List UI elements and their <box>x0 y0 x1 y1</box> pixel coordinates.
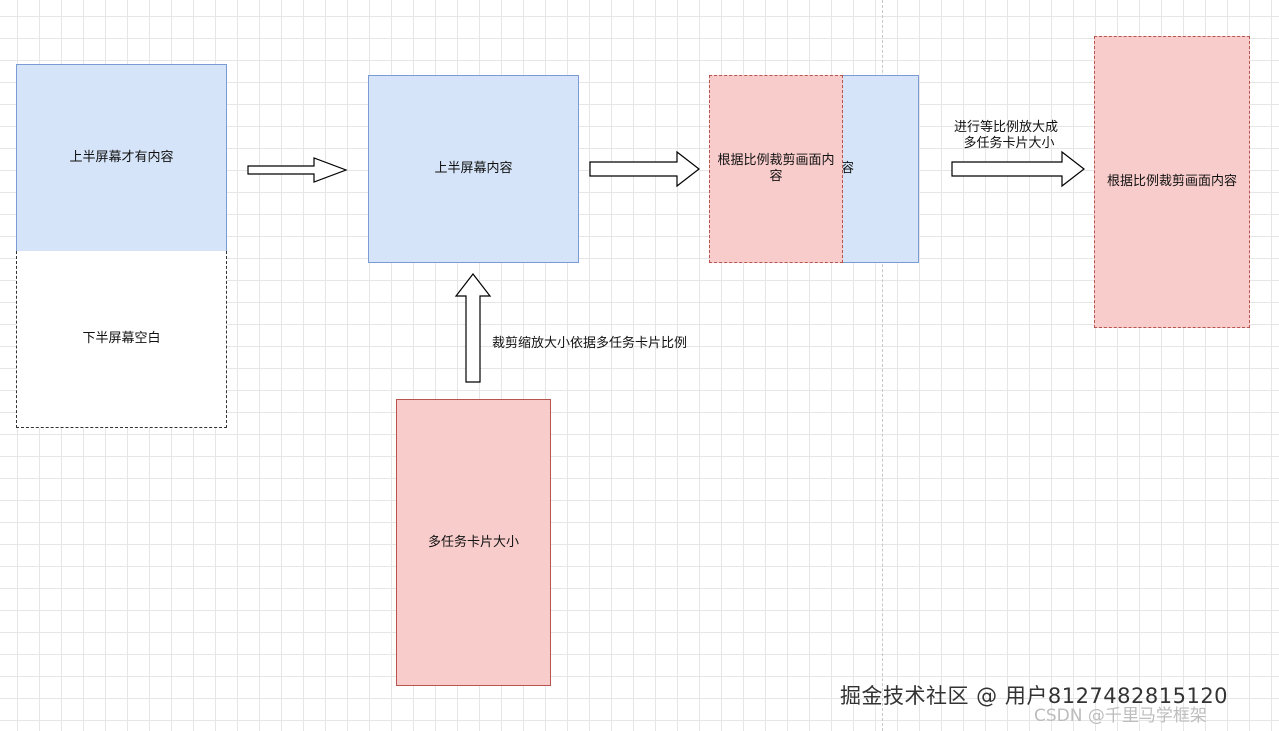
multitask-card-size-box[interactable]: 多任务卡片大小 <box>396 399 551 686</box>
top-half-content-label: 上半屏幕才有内容 <box>69 150 174 166</box>
vertical-guide-line <box>882 0 883 731</box>
remaining-fragment-label: 容 <box>840 161 854 177</box>
crop-by-ratio-label: 根据比例裁剪画面内容 <box>717 153 835 184</box>
crop-by-ratio-box[interactable]: 根据比例裁剪画面内容 <box>709 75 843 263</box>
top-half-content-box[interactable]: 上半屏幕才有内容 <box>16 64 227 252</box>
top-half-box[interactable]: 上半屏幕内容 <box>368 75 579 263</box>
right-arrow-2 <box>589 150 700 188</box>
scale-up-note-line1: 进行等比例放大成 <box>954 120 1059 135</box>
up-arrow <box>454 273 492 383</box>
right-arrow-1 <box>247 157 348 183</box>
watermark-secondary: CSDN @千里马学框架 <box>1034 706 1207 726</box>
bottom-half-blank-label: 下半屏幕空白 <box>82 331 161 347</box>
scale-up-note-line2: 多任务卡片大小 <box>963 136 1055 152</box>
multitask-card-size-label: 多任务卡片大小 <box>427 534 519 550</box>
top-half-label: 上半屏幕内容 <box>434 161 513 177</box>
scale-up-note: 进行等比例放大成 多任务卡片大小 <box>954 120 1058 153</box>
crop-scale-note: 裁剪缩放大小依据多任务卡片比例 <box>492 336 688 351</box>
final-crop-label: 根据比例裁剪画面内容 <box>1106 174 1237 190</box>
bottom-half-blank-box[interactable]: 下半屏幕空白 <box>16 251 227 428</box>
watermark-primary: 掘金技术社区 @ 用户8127482815120 <box>840 684 1229 708</box>
right-arrow-3 <box>951 150 1085 188</box>
final-crop-box[interactable]: 根据比例裁剪画面内容 <box>1094 36 1250 328</box>
